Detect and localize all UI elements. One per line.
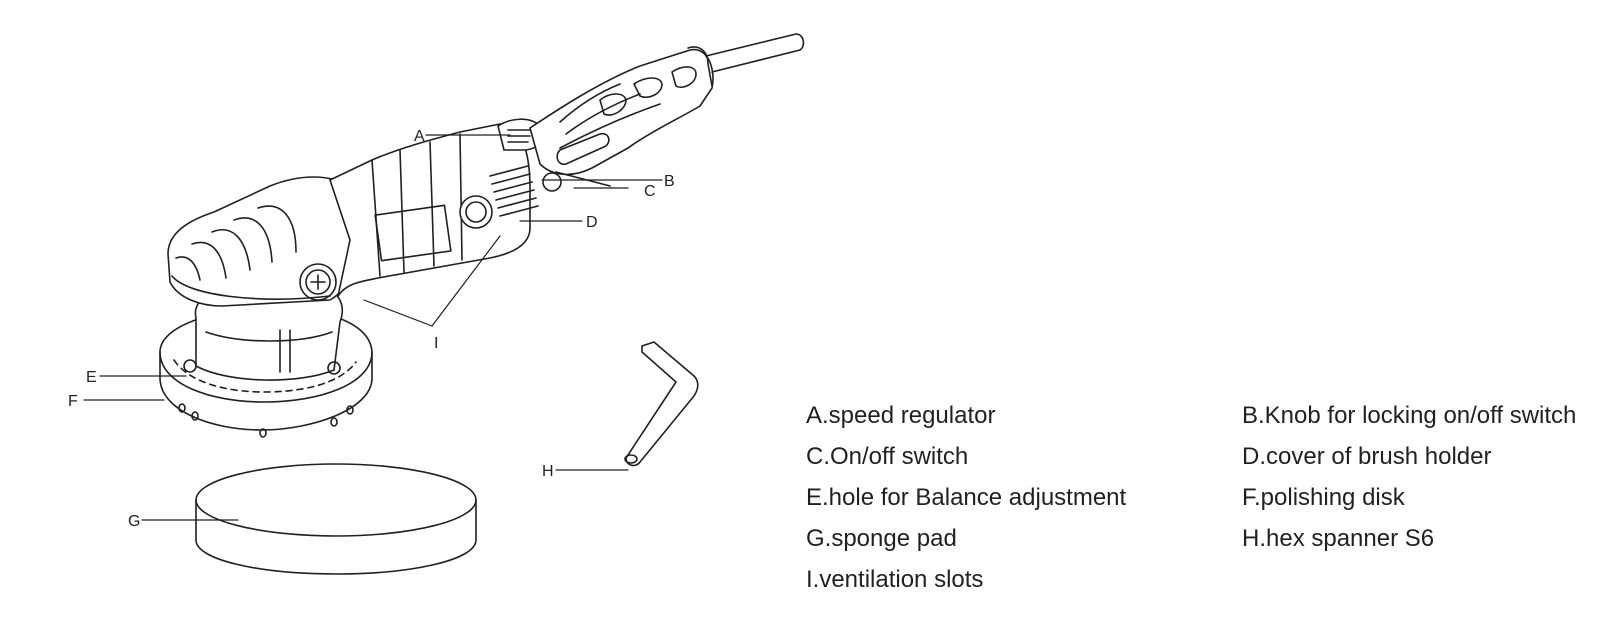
callout-e: E — [86, 369, 97, 386]
legend-e: E.hole for Balance adjustment — [806, 484, 1127, 511]
callout-d: D — [586, 214, 598, 231]
legend-b: B.Knob for locking on/off switch — [1242, 402, 1577, 429]
hex-spanner — [624, 341, 699, 467]
power-cord — [705, 33, 805, 73]
legend-h: H.hex spanner S6 — [1242, 525, 1435, 552]
callout-g: G — [128, 513, 140, 530]
callout-a: A — [414, 128, 425, 145]
on-off-switch — [555, 132, 611, 187]
front-grip — [167, 176, 362, 307]
callout-f: F — [68, 393, 78, 410]
legend-d: D.cover of brush holder — [1242, 443, 1492, 470]
polisher-head — [194, 287, 344, 381]
motor-housing — [329, 123, 539, 297]
leader-lines — [83, 134, 663, 521]
lock-knob — [542, 172, 562, 192]
callout-i: I — [434, 335, 438, 352]
callout-h: H — [542, 463, 554, 480]
legend-f: F.polishing disk — [1242, 484, 1405, 511]
legend-a: A.speed regulator — [806, 402, 996, 429]
legend-c: C.On/off switch — [806, 443, 969, 470]
callout-c: C — [644, 183, 656, 200]
legend-g: G.sponge pad — [806, 525, 957, 552]
callout-b: B — [664, 173, 675, 190]
legend-i: I.ventilation slots — [806, 566, 984, 593]
sponge-pad — [195, 463, 477, 575]
